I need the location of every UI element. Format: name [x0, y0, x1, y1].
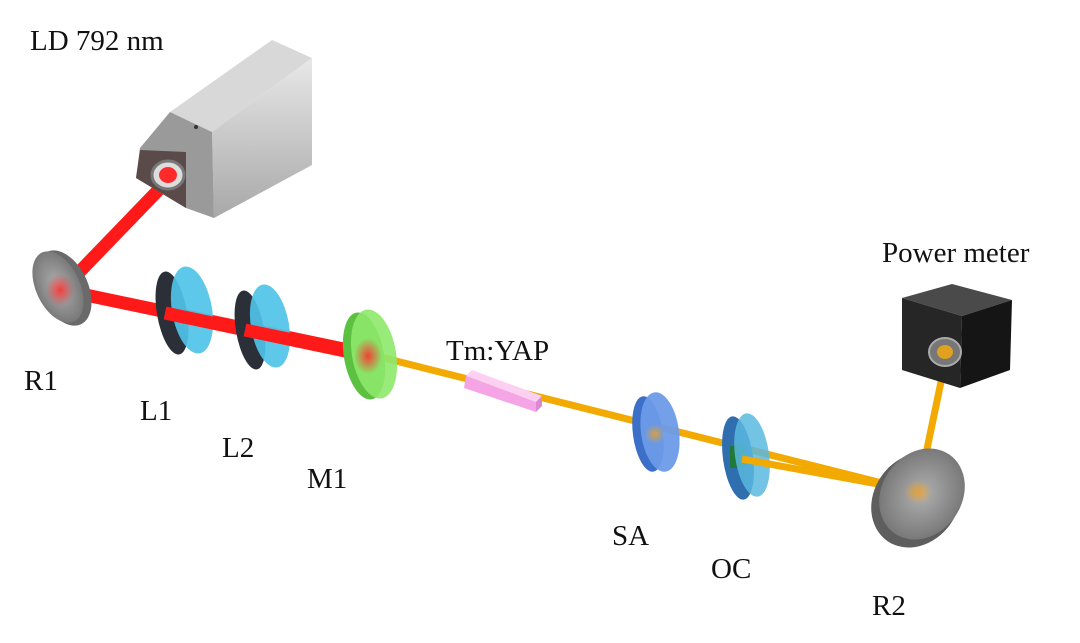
lens-l2: [234, 284, 291, 370]
mirror-r1: [32, 250, 92, 326]
mirror-r2: [871, 448, 965, 548]
label-m1: M1: [307, 463, 347, 495]
saturable-absorber-sa: [632, 392, 680, 472]
label-laser-diode: LD 792 nm: [30, 25, 164, 57]
lens-l1: [155, 266, 214, 355]
power-meter: [902, 284, 1012, 388]
label-r1: R1: [24, 365, 58, 397]
label-power-meter: Power meter: [882, 237, 1030, 269]
label-l2: L2: [222, 432, 254, 464]
label-l1: L1: [140, 395, 172, 427]
pump-beam-segment-2: [243, 323, 352, 359]
label-crystal: Tm:YAP: [446, 335, 549, 367]
label-oc: OC: [711, 553, 751, 585]
output-coupler-oc: [722, 413, 770, 500]
label-sa: SA: [612, 520, 649, 552]
laser-beam-segment: [741, 455, 901, 492]
label-r2: R2: [872, 590, 906, 622]
laser-diode: [136, 40, 312, 218]
mirror-m1: [342, 309, 398, 400]
crystal-tm-yap: [464, 370, 542, 412]
